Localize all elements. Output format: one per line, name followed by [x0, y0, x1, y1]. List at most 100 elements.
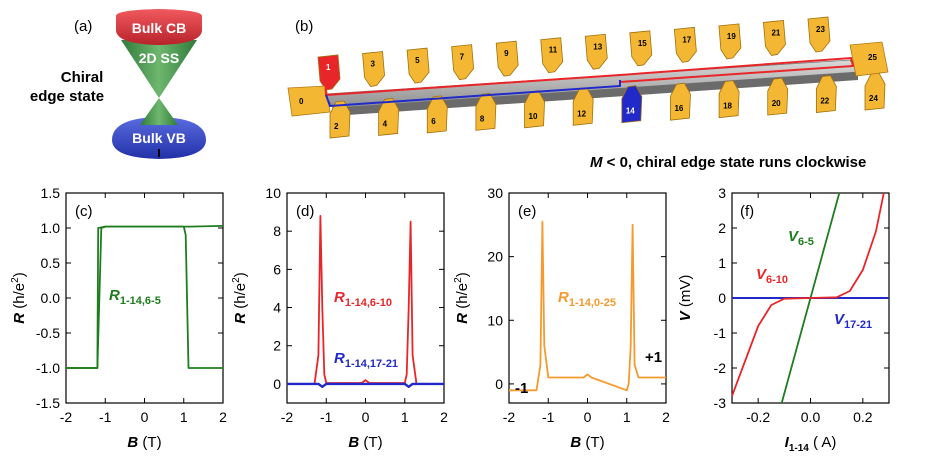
panel-e-ytick-label: 20 — [487, 249, 503, 265]
panel-e-xtick-label: 0 — [584, 409, 592, 425]
panel-c-ytick-label: 0.5 — [41, 255, 61, 271]
panel-c-ytick-label: -0.5 — [36, 325, 60, 341]
panel-f-ytick-label: 0 — [718, 290, 726, 306]
pad-25 — [849, 41, 889, 77]
pad-23-label: 23 — [816, 25, 825, 34]
pad-7 — [451, 44, 475, 81]
caption-m: M — [590, 154, 603, 171]
panel-c-ytick-label: 0.0 — [41, 290, 61, 306]
panel-d-label: (d) — [296, 203, 314, 220]
pad-11-label: 11 — [549, 46, 558, 55]
pad-10-label: 10 — [529, 112, 538, 121]
pad-25-label: 25 — [868, 53, 877, 62]
pad-17-label: 17 — [682, 35, 691, 44]
panel-e-ytick-label: 0 — [495, 376, 503, 392]
panel-d-ylabel: R (h/e2) — [231, 272, 249, 323]
panel-e-xtick-label: 2 — [662, 409, 670, 425]
panel-f-green-label: V6-5 — [788, 228, 814, 248]
panel-d-ytick-label: 8 — [273, 223, 281, 239]
edge-state-red — [324, 56, 855, 97]
pad-8-label: 8 — [480, 114, 485, 123]
pad-22 — [815, 75, 837, 113]
pad-13 — [584, 33, 608, 70]
pad-21-label: 21 — [771, 28, 780, 37]
panel-c-ytick-label: 1.0 — [41, 220, 61, 236]
panel-f-ytick-label: 3 — [718, 185, 726, 201]
bulk-vb-shape — [112, 117, 206, 159]
panel-e-xtick-label: 1 — [623, 409, 631, 425]
pad-13-label: 13 — [593, 42, 602, 51]
surface-state-cone — [121, 40, 197, 98]
panel-f-ytick-label: 1 — [718, 255, 726, 271]
panel-e-series — [509, 220, 666, 392]
pad-16 — [670, 82, 691, 121]
pad-12-label: 12 — [577, 109, 586, 118]
bulk-cb-label: Bulk CB — [132, 20, 186, 36]
panel-b-label: (b) — [295, 18, 313, 35]
pad-15-label: 15 — [638, 39, 647, 48]
panel-c-xtick-label: 0 — [141, 409, 149, 425]
panel-f-ytick-label: -1 — [714, 325, 727, 341]
panel-c-ytick-label: -1.5 — [36, 395, 60, 411]
panel-c-ylabel: R (h/e2) — [10, 272, 28, 323]
chiral-label-line2: edge state — [30, 88, 104, 105]
panel-d-ytick-label: 2 — [273, 338, 281, 354]
panel-e-ytick-label: 30 — [487, 185, 503, 201]
pad-14 — [621, 85, 643, 124]
panel-f-label: (f) — [740, 203, 754, 220]
panel-f-blue-label: V17-21 — [834, 311, 872, 331]
panel-c-curve-label: R1-14,6-5 — [109, 287, 161, 307]
panel-d-ytick-label: 4 — [273, 300, 281, 316]
panel-c-xlabel: B (T) — [127, 434, 161, 451]
panel-c-ytick-label: -1.0 — [36, 360, 60, 376]
panel-f-ylabel: V (mV) — [677, 275, 694, 322]
pad-3 — [362, 51, 385, 87]
panel-d-ytick-label: 0 — [273, 376, 281, 392]
panel-c-xtick-label: 2 — [219, 409, 227, 425]
panel-f-red-label: V6-10 — [756, 266, 788, 286]
panel-d-series-blue — [287, 382, 444, 388]
pad-24 — [864, 72, 886, 111]
pad-3-label: 3 — [371, 60, 376, 69]
pad-19 — [718, 23, 742, 60]
panel-d-xtick-label: 2 — [440, 409, 448, 425]
surface-state-lower-cone — [140, 98, 178, 125]
pad-20 — [767, 77, 789, 116]
panel-a: (a) Bulk CB 2D SS Bulk VB Chiral edge st… — [30, 9, 206, 159]
pad-4 — [378, 98, 400, 136]
panel-e-label: (e) — [518, 203, 536, 220]
panel-f-xlabel: I1-14 ( A) — [785, 434, 837, 454]
panel-d-xtick-label: 0 — [362, 409, 370, 425]
panel-e-xlabel: B (T) — [570, 434, 604, 451]
pad-14-label: 14 — [626, 107, 635, 116]
pad-5-label: 5 — [415, 56, 420, 65]
pad-17 — [673, 26, 697, 63]
pad-2-label: 2 — [334, 122, 339, 131]
pad-6 — [426, 95, 448, 134]
caption-rest: < 0, chiral edge state runs clockwise — [603, 154, 867, 171]
panel-f-series-red — [731, 192, 885, 397]
pad-1-label: 1 — [326, 63, 331, 72]
panel-e-xtick-label: -2 — [503, 409, 516, 425]
bulk-cb-shape — [116, 9, 202, 45]
panel-e-xtick-label: -1 — [542, 409, 555, 425]
bulk-vb-label: Bulk VB — [132, 130, 186, 146]
pad-9 — [495, 40, 519, 77]
panel-f-xtick-label: 0.2 — [853, 409, 873, 425]
pad-1 — [317, 54, 341, 91]
panel-d-ytick-label: 10 — [265, 185, 281, 201]
panel-d-series-red — [287, 214, 444, 385]
pad-20-label: 20 — [772, 99, 781, 108]
pad-6-label: 6 — [431, 117, 436, 126]
panel-f-ytick-label: -2 — [714, 360, 727, 376]
panel-d-xtick-label: -2 — [281, 409, 294, 425]
panel-d-xtick-label: -1 — [320, 409, 333, 425]
panel-c-series-1 — [66, 225, 224, 369]
pad-18-label: 18 — [723, 102, 732, 111]
